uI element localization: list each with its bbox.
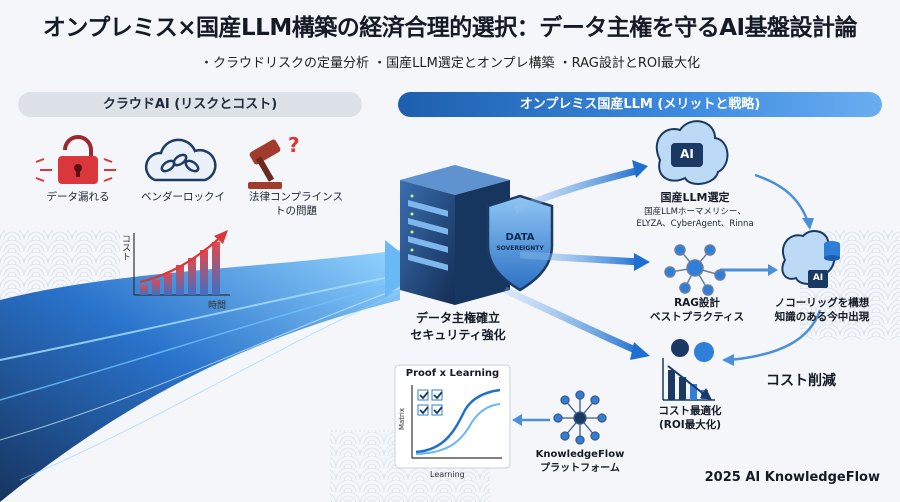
ai-box-text: AI xyxy=(812,273,824,283)
risk-vendor-lockin-label: ベンダーロックイ xyxy=(141,191,225,203)
lock-icon xyxy=(35,135,116,184)
domestic-llm-vendors: 国産LLMホーマメリシー、 ELYZA、CyberAgent、Rinna xyxy=(636,207,754,229)
nocode-knowledge-label: ノコーリッグを構想 知識のある今中出現 xyxy=(774,297,870,323)
data-sovereignty-label: データ主権確立 セキュリティ強化 xyxy=(410,311,506,342)
knowledgeflow-network-icon xyxy=(553,390,607,445)
gavel-icon: ? xyxy=(248,133,300,189)
flow-arrows xyxy=(503,160,822,426)
chain-cloud-icon xyxy=(144,138,217,182)
page-title: オンプレミス×国産LLM構築の経済合理的選択：データ主権を守るAI基盤設計論 xyxy=(42,15,858,41)
rag-network-icon xyxy=(664,244,726,296)
cost-reduction-label: コスト削減 xyxy=(766,373,836,389)
shield-icon xyxy=(486,194,554,292)
footer-credit: 2025 AI KnowledgeFlow xyxy=(704,470,880,485)
ai-chip-text: AI xyxy=(680,147,694,161)
risk-legal-compliance-label: 法律コンプラインス トの問題 xyxy=(249,191,343,217)
time-axis-label: 時間 xyxy=(208,301,227,311)
onprem-llm-section-label: オンプレミス国産LLM (メリットと戦略) xyxy=(398,92,882,117)
knowledge-brain-icon xyxy=(781,230,840,288)
cost-axis-label: コスト xyxy=(120,234,130,261)
svg-text:?: ? xyxy=(288,133,300,157)
roi-optimization-label: コスト最適化 (ROI最大化) xyxy=(658,405,722,431)
risk-data-leak-label: データ漏れる xyxy=(46,191,110,203)
knowledgeflow-platform-label: KnowledgeFlow プラットフォーム xyxy=(535,449,625,474)
proof-chart-y-label: Matrix xyxy=(398,408,406,431)
roi-chart-icon xyxy=(662,339,715,401)
ai-brain-icon xyxy=(655,120,729,185)
cloud-ai-section-label: クラウドAI (リスクとコスト) xyxy=(18,92,362,117)
domestic-llm-title: 国産LLM選定 xyxy=(660,191,730,204)
rag-design-label: RAG設計 ベストプラクティス xyxy=(649,297,745,323)
cost-chart xyxy=(133,230,230,296)
shield-text: DATA SOVEREIGNTY xyxy=(496,232,544,252)
proof-chart-x-label: Learning xyxy=(430,470,465,479)
page-subtitle: ・クラウドリスクの定量分析 ・国産LLM選定とオンプレ構築 ・RAG設計とROI… xyxy=(200,56,700,71)
proof-learning-chart xyxy=(394,364,511,469)
proof-chart-title: Proof x Learning xyxy=(405,368,500,379)
